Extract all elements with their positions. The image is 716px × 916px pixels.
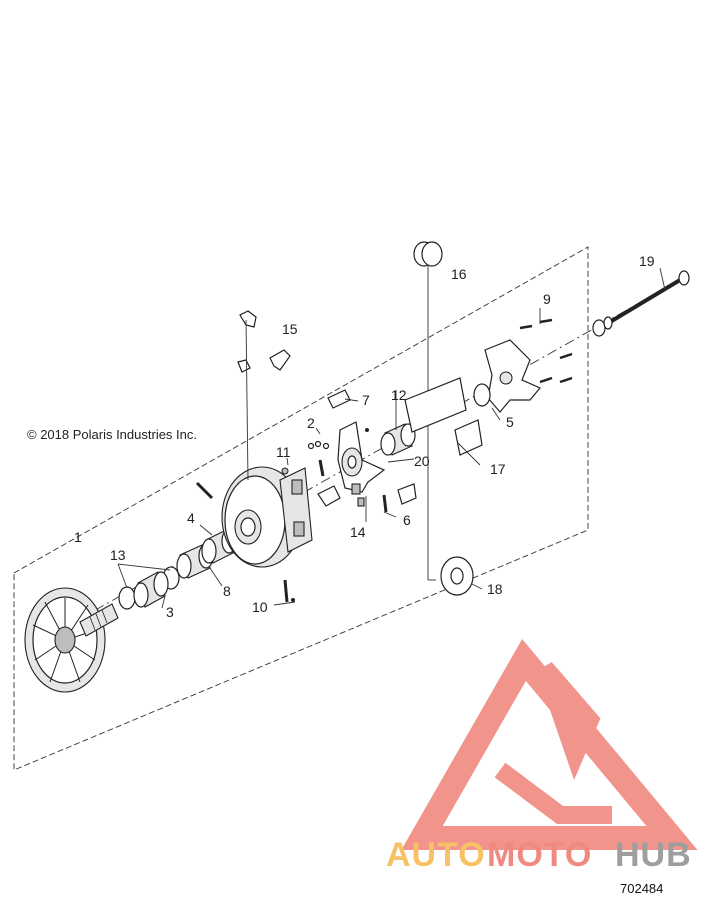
callout-2: 2 [307, 415, 315, 431]
callout-6: 6 [403, 512, 411, 528]
screw-11 [281, 467, 289, 475]
callout-3: 3 [166, 604, 174, 620]
callout-17: 17 [490, 461, 506, 477]
spring-16 [413, 241, 443, 580]
callout-8: 8 [223, 583, 231, 599]
callout-20: 20 [414, 453, 430, 469]
bolt-19 [592, 270, 690, 337]
callout-19: 19 [639, 253, 655, 269]
pin-10 [283, 579, 295, 603]
bushing-12 [380, 423, 416, 456]
weights-15 [237, 310, 291, 481]
fixed-sheave [24, 587, 119, 693]
callout-14: 14 [350, 524, 366, 540]
pin-small [195, 481, 214, 500]
watermark-word-c: HUB [615, 836, 692, 874]
callout-16: 16 [451, 266, 467, 282]
moveable-sheave [221, 466, 313, 568]
watermark-word-a: AUTO [386, 836, 486, 874]
leader-lines [117, 267, 666, 609]
bolts-9 [519, 318, 573, 384]
cover-17 [404, 377, 483, 456]
callout-11: 11 [276, 444, 291, 460]
assembly-frame [13, 246, 589, 771]
diagram-number: 702484 [620, 881, 663, 896]
axis-centerline [59, 279, 681, 631]
callout-12: 12 [391, 387, 407, 403]
callout-5: 5 [506, 414, 514, 430]
rollers-2 [307, 440, 330, 477]
callout-9: 9 [543, 291, 551, 307]
copyright-notice: © 2018 Polaris Industries Inc. [27, 427, 197, 442]
callout-13: 13 [110, 547, 126, 563]
cover-5 [473, 339, 541, 413]
callout-18: 18 [487, 581, 503, 597]
callout-10: 10 [252, 599, 268, 615]
bushing-3 [133, 571, 169, 608]
callout-1: 1 [74, 529, 82, 545]
spider-20 [317, 421, 417, 507]
watermark-word-b: MOTO [487, 836, 592, 874]
callout-7: 7 [362, 392, 370, 408]
callout-15: 15 [282, 321, 298, 337]
pin-6 [382, 494, 388, 513]
washer-18 [440, 556, 474, 596]
callout-4: 4 [187, 510, 195, 526]
watermark-logo [401, 639, 698, 850]
